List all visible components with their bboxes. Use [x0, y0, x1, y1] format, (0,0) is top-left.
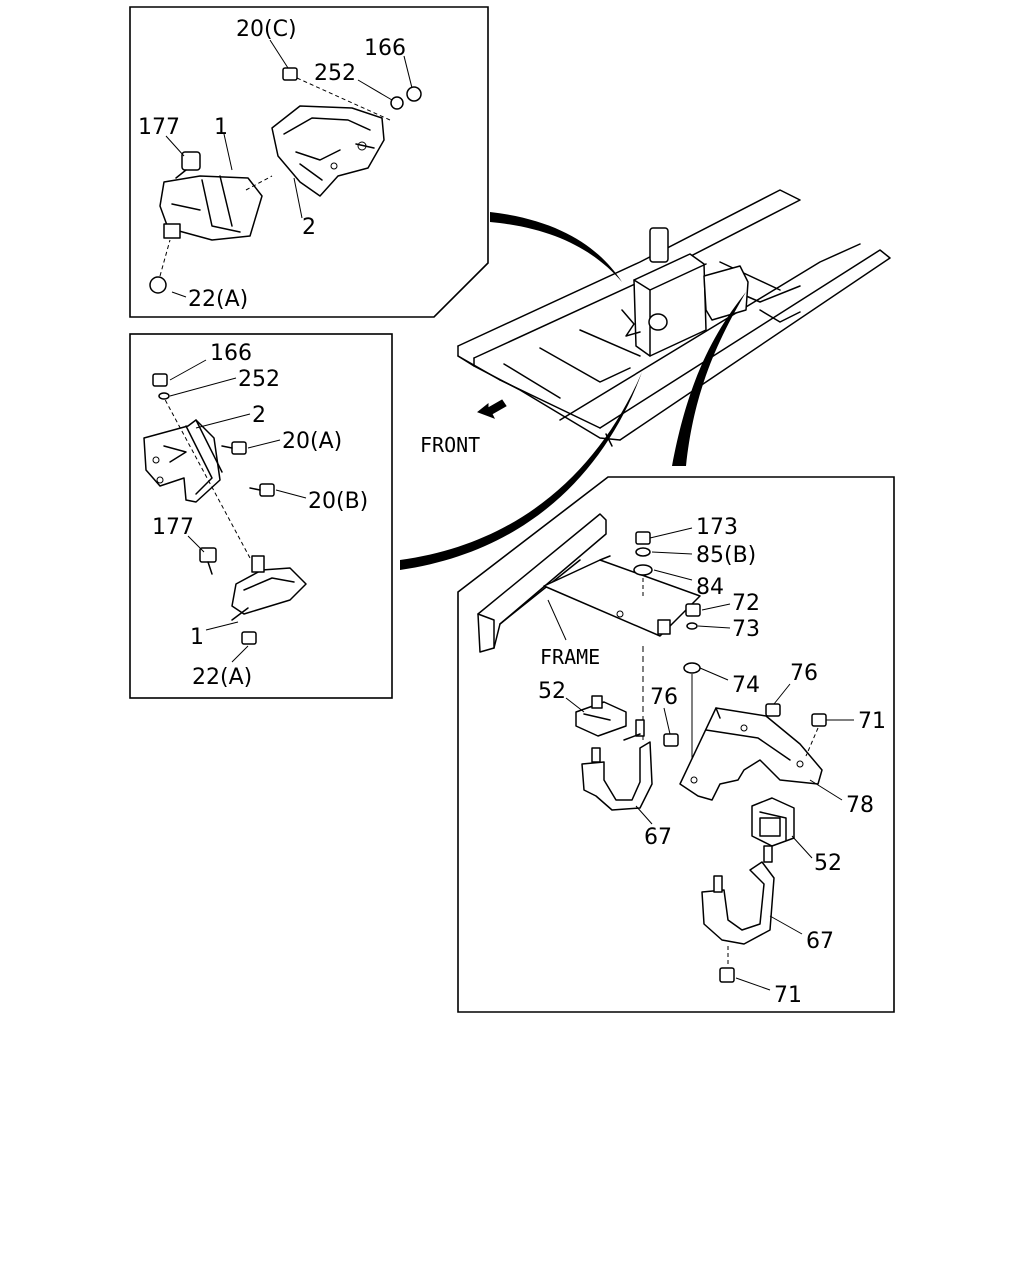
- label-52-upper: 52: [538, 679, 566, 704]
- label-1-left: 1: [190, 625, 204, 650]
- right-panel: 173 85(B) 84 72 73 FRAME 74 52 76 76 71 …: [457, 476, 895, 1013]
- bracket-2-left: [143, 419, 223, 503]
- label-frame: FRAME: [540, 645, 600, 669]
- label-166-top: 166: [364, 36, 406, 61]
- insulator-52-upper: [575, 695, 627, 737]
- washer-73: [686, 622, 698, 630]
- label-74: 74: [732, 673, 760, 698]
- label-85b: 85(B): [696, 543, 756, 568]
- nut-22a-top: [149, 239, 171, 294]
- washer-84: [633, 564, 653, 576]
- label-67-lower: 67: [806, 929, 834, 954]
- callout-arc-top: [490, 212, 622, 282]
- label-20a-left: 20(A): [282, 429, 342, 454]
- insulator-52-lower: [751, 797, 795, 847]
- callout-arc-right: [672, 292, 746, 466]
- washer-74: [683, 662, 701, 674]
- insulator-1-left: [231, 555, 307, 621]
- left-panel: 166 252 2 20(A) 20(B) 177 1 22(A): [129, 333, 393, 699]
- front-arrow-icon: [477, 399, 507, 419]
- left-panel-border: [129, 333, 393, 699]
- insulator-1-part: [159, 175, 263, 241]
- crossmember-78: [679, 707, 823, 801]
- nut-173: [635, 531, 651, 545]
- label-2-left: 2: [252, 403, 266, 428]
- label-52-lower: 52: [814, 851, 842, 876]
- label-front: FRONT: [420, 433, 480, 457]
- right-panel-border: [457, 476, 895, 1013]
- label-76-right: 76: [790, 661, 818, 686]
- washer-252-top: [390, 96, 404, 110]
- bolt-177-top: [175, 151, 201, 179]
- frame-overview: FRONT: [400, 189, 891, 570]
- frame-rail: [477, 513, 701, 653]
- label-252-top: 252: [314, 61, 356, 86]
- bracket-2-part: [271, 105, 385, 197]
- nut-76-right: [765, 703, 781, 717]
- label-71-upper: 71: [858, 709, 886, 734]
- label-177-top: 177: [138, 115, 180, 140]
- label-22a-top: 22(A): [188, 287, 248, 312]
- label-73: 73: [732, 617, 760, 642]
- label-78: 78: [846, 793, 874, 818]
- bolt-177-left: [199, 547, 217, 575]
- label-173: 173: [696, 515, 738, 540]
- washer-252-left: [158, 392, 170, 400]
- label-67-upper: 67: [644, 825, 672, 850]
- label-71-lower: 71: [774, 983, 802, 1008]
- label-76-left: 76: [650, 685, 678, 710]
- callout-arc-left: [400, 372, 642, 570]
- label-177-left: 177: [152, 515, 194, 540]
- washer-85b: [635, 547, 651, 557]
- nut-76-left: [663, 733, 679, 747]
- nut-166-top: [406, 86, 422, 102]
- label-2-top: 2: [302, 215, 316, 240]
- nut-166-left: [152, 373, 251, 559]
- nut-22a-left: [241, 631, 257, 645]
- bracket-67-lower: [701, 845, 775, 945]
- bolt-20a-left: [221, 441, 247, 455]
- label-252-left: 252: [238, 367, 280, 392]
- engine-block: [621, 227, 749, 357]
- label-20b-left: 20(B): [308, 489, 368, 514]
- nut-72: [685, 603, 701, 617]
- label-22a-left: 22(A): [192, 665, 252, 690]
- label-1-top: 1: [214, 115, 228, 140]
- bolt-20c-top: [282, 67, 391, 121]
- label-20c-top: 20(C): [236, 17, 297, 42]
- top-panel-border: [129, 6, 489, 318]
- label-166-left: 166: [210, 341, 252, 366]
- nut-71-lower: [719, 967, 735, 983]
- top-panel: 20(C) 166 252 177 1 2 22(A): [129, 6, 489, 318]
- bolt-20b-left: [249, 483, 275, 497]
- bracket-67-upper: [581, 719, 653, 811]
- label-72: 72: [732, 591, 760, 616]
- label-84: 84: [696, 575, 724, 600]
- nut-71-upper: [811, 713, 827, 727]
